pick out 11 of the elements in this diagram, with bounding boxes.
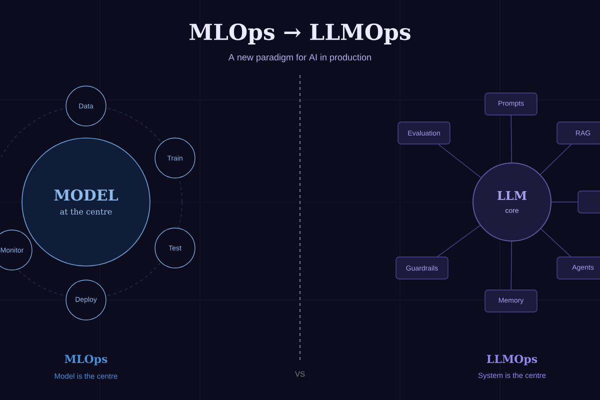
spoke-line [510,241,512,290]
subtitle: A new paradigm for AI in production [228,54,371,62]
spoke-line [437,225,480,257]
title: MLOps → LLMOps [190,24,410,44]
spoke-line [540,144,572,175]
spoke-line [540,228,572,257]
component-box [578,190,600,214]
spoke-line [510,115,512,163]
section-heading: LLMOps [486,354,538,366]
section-heading: MLOps [64,354,108,366]
spoke-line [438,144,482,178]
